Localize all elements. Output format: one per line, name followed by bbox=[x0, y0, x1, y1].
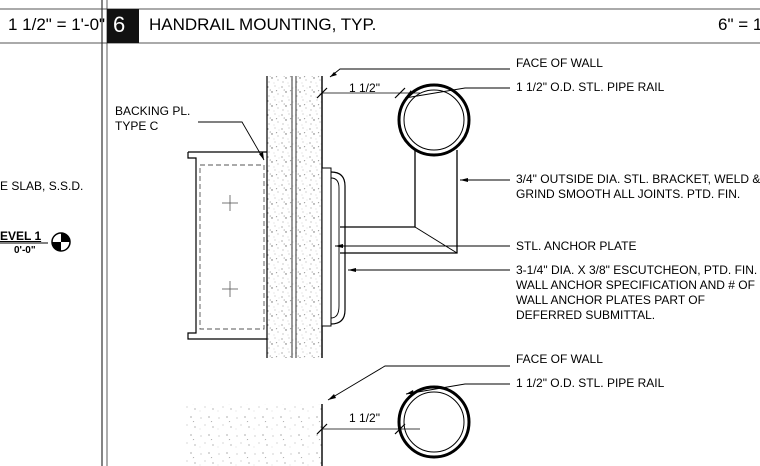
pipe-rail-top bbox=[397, 83, 471, 157]
backing-label-line2: TYPE C bbox=[115, 119, 159, 133]
note-escutcheon-line1: 3-1/4" DIA. X 3/8" ESCUTCHEON, PTD. FIN. bbox=[516, 263, 758, 277]
dimension-bottom bbox=[316, 423, 420, 435]
steel-bracket bbox=[340, 150, 458, 254]
slab-note: E SLAB, S.S.D. bbox=[0, 179, 84, 193]
dimension-top bbox=[316, 87, 420, 99]
backing-plate bbox=[187, 151, 267, 340]
level-target-icon bbox=[0, 232, 71, 252]
note-face-of-wall-top: FACE OF WALL bbox=[516, 56, 603, 70]
note-face-of-wall-bottom: FACE OF WALL bbox=[516, 352, 603, 366]
note-pipe-rail-top: 1 1/2" O.D. STL. PIPE RAIL bbox=[516, 80, 665, 94]
note-escutcheon-line2: WALL ANCHOR SPECIFICATION AND # OF bbox=[516, 278, 755, 292]
pipe-rail-bottom bbox=[397, 385, 471, 459]
note-bracket-line2: GRIND SMOOTH ALL JOINTS. PTD. FIN. bbox=[516, 187, 741, 201]
wall-section bbox=[266, 76, 323, 358]
dimension-bottom-label: 1 1/2" bbox=[349, 411, 380, 425]
backing-label-line1: BACKING PL. bbox=[115, 104, 191, 118]
note-escutcheon-line3: WALL ANCHOR PLATES PART OF bbox=[516, 293, 705, 307]
dimension-top-label: 1 1/2" bbox=[349, 81, 380, 95]
note-escutcheon-line4: DEFERRED SUBMITTAL. bbox=[516, 308, 656, 322]
leader-lines bbox=[198, 68, 510, 401]
note-bracket-line1: 3/4" OUTSIDE DIA. STL. BRACKET, WELD & bbox=[516, 172, 760, 186]
level-label: EVEL 1 bbox=[0, 229, 42, 243]
left-scale-label: 1 1/2" = 1'-0" bbox=[8, 15, 106, 34]
detail-number: 6 bbox=[113, 12, 126, 37]
anchor-plate bbox=[321, 167, 346, 327]
wall-section-lower bbox=[184, 404, 323, 466]
right-scale-label: 6" = 1' bbox=[718, 15, 760, 34]
leader-arrows bbox=[259, 72, 468, 400]
detail-title: HANDRAIL MOUNTING, TYP. bbox=[149, 15, 377, 34]
level-elevation: 0'-0" bbox=[14, 245, 36, 256]
note-pipe-rail-bottom: 1 1/2" O.D. STL. PIPE RAIL bbox=[516, 376, 665, 390]
note-anchor-plate: STL. ANCHOR PLATE bbox=[516, 239, 637, 253]
